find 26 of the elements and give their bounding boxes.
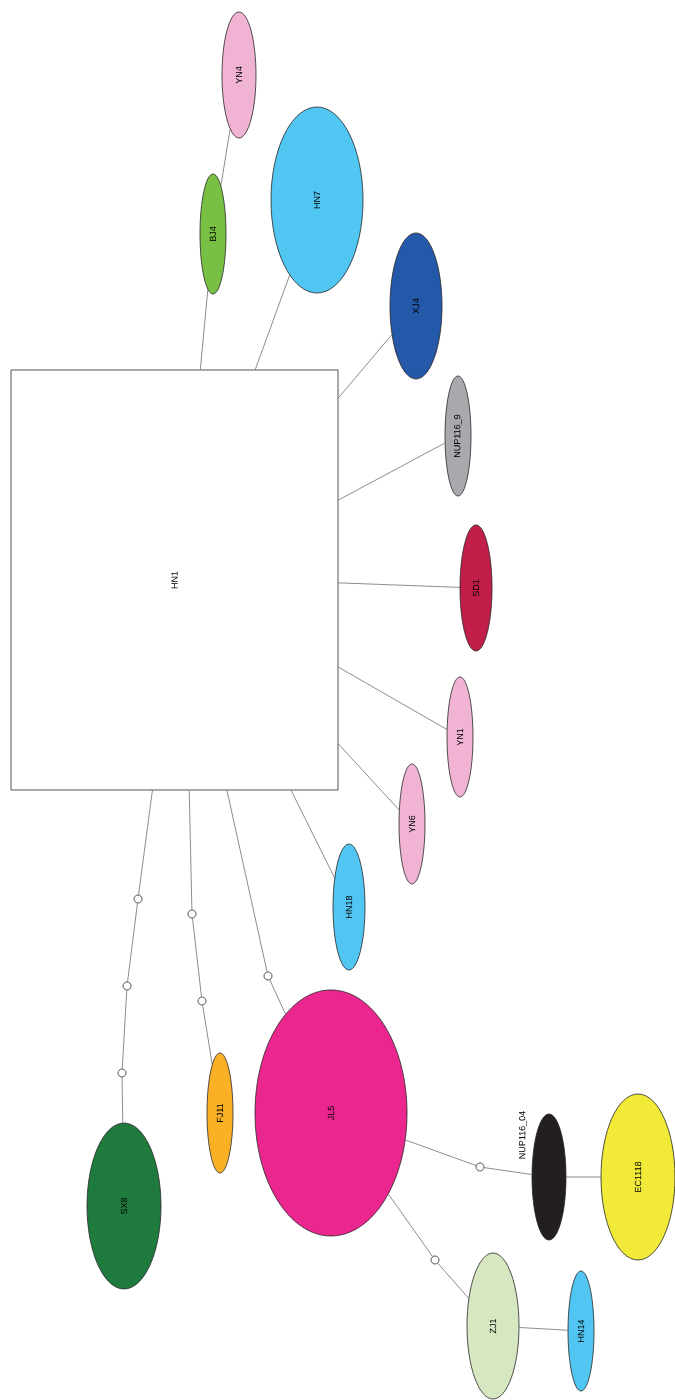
connector-line	[484, 1167, 532, 1175]
connector-line	[188, 790, 193, 910]
connector-line	[338, 442, 445, 501]
connector-line	[226, 790, 268, 972]
connector-line	[338, 666, 447, 730]
connector-line	[192, 918, 202, 997]
connector-line	[338, 334, 393, 399]
connector-line	[338, 582, 460, 588]
connector-line	[121, 1077, 124, 1123]
connector-line	[290, 790, 335, 878]
connector-line	[200, 289, 209, 370]
connector-line	[437, 1263, 469, 1299]
connector-line	[254, 275, 290, 370]
connector-line	[405, 1139, 477, 1166]
connector-line	[269, 979, 286, 1015]
connector-line	[566, 1176, 601, 1178]
connector-line	[138, 790, 153, 895]
connector-line	[388, 1193, 433, 1257]
node-label: NUP116_04	[518, 1111, 528, 1159]
connector-line	[202, 1005, 213, 1065]
connector-line	[121, 990, 128, 1069]
connector-line	[338, 743, 400, 811]
connector-line	[519, 1327, 568, 1331]
connector-line	[220, 129, 231, 186]
isolate-box: HN1	[10, 369, 339, 791]
connector-line	[127, 903, 138, 982]
